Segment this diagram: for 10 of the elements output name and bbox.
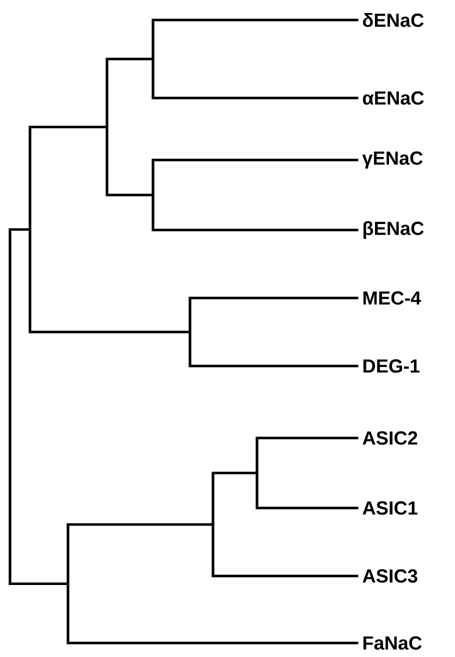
taxon-label: γENaC [362,151,423,169]
taxon-label: βENaC [364,221,424,239]
taxon-label: ASIC2 [362,431,418,445]
taxon-label: FaNaC [363,636,422,650]
taxon-label: αENaC [362,91,424,105]
taxon-label: DEG-1 [363,359,420,373]
taxon-label: MEC-4 [363,291,421,305]
taxon-label: ASIC3 [362,569,418,583]
taxon-label: δENaC [363,13,424,27]
taxon-label: ASIC1 [362,501,418,515]
